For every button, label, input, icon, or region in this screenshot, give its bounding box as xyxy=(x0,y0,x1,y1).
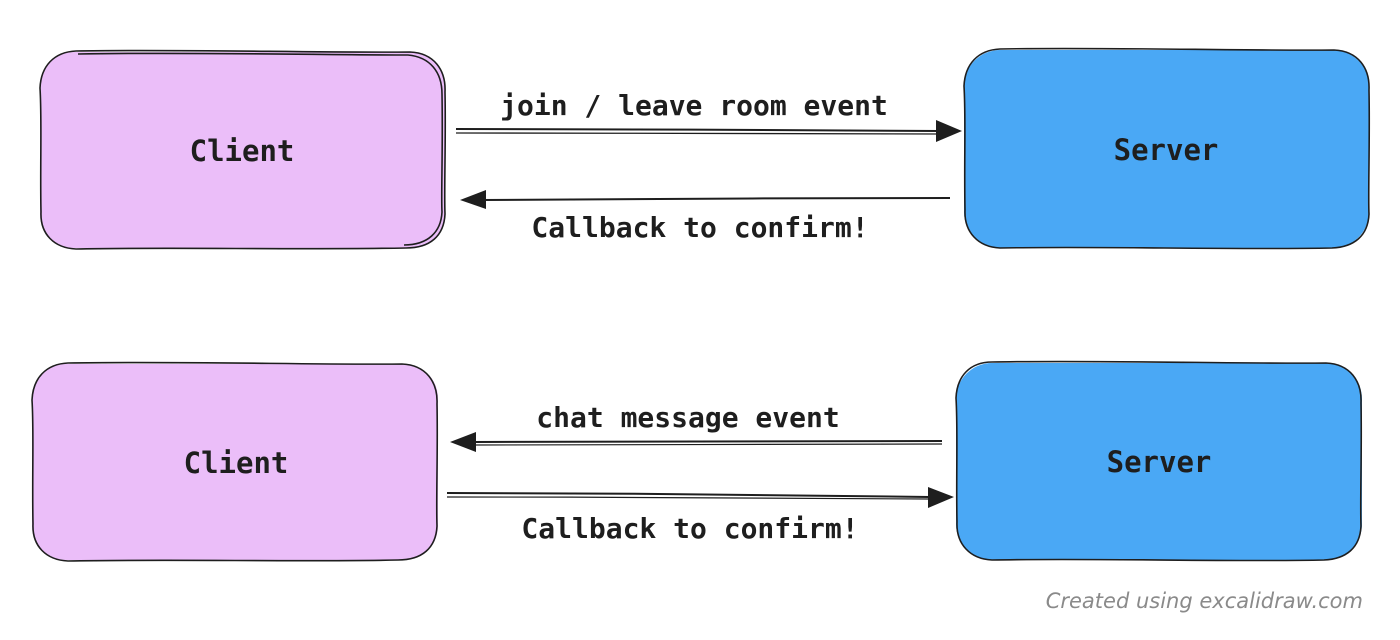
bottom-arrow-to-client-label: chat message event xyxy=(536,401,839,434)
top-arrow-to-server-head xyxy=(936,120,962,142)
top-arrow-to-client[interactable]: Callback to confirm! xyxy=(460,190,951,244)
bottom-server-box xyxy=(956,363,1362,560)
bottom-arrow-to-server-label: Callback to confirm! xyxy=(521,512,858,545)
bottom-arrow-to-client[interactable]: chat message event xyxy=(450,401,943,452)
top-arrow-to-server-line xyxy=(455,128,941,132)
bottom-arrow-to-server-head xyxy=(928,487,954,508)
bottom-client-label: Client xyxy=(184,446,289,480)
top-diagram: Client Server join / leave room event Ca… xyxy=(39,47,1371,250)
top-client-node[interactable]: Client xyxy=(39,49,447,250)
top-server-outline xyxy=(963,47,1371,250)
bottom-client-box xyxy=(32,364,438,560)
bottom-server-node[interactable]: Server xyxy=(955,360,1363,562)
bottom-arrow-to-server[interactable]: Callback to confirm! xyxy=(446,487,954,545)
top-server-box xyxy=(964,50,1369,248)
top-arrow-to-server-label: join / leave room event xyxy=(500,89,888,122)
excalidraw-credit: Created using excalidraw.com xyxy=(1046,589,1363,613)
top-arrow-to-client-label: Callback to confirm! xyxy=(531,211,868,244)
top-arrow-to-server-line-sketch xyxy=(455,132,941,135)
bottom-server-label: Server xyxy=(1107,445,1212,479)
bottom-arrow-to-server-line-sketch xyxy=(446,496,931,500)
top-client-outline xyxy=(39,49,447,250)
bottom-arrow-to-client-line xyxy=(473,440,943,443)
bottom-arrow-to-client-line-sketch xyxy=(473,443,943,446)
bottom-diagram: Client Server chat message event Callbac… xyxy=(31,360,1363,562)
top-client-outline-sketch xyxy=(77,52,444,246)
bottom-client-outline xyxy=(31,361,439,562)
top-server-label: Server xyxy=(1114,133,1219,167)
bottom-arrow-to-server-line xyxy=(446,492,931,498)
top-arrow-to-server[interactable]: join / leave room event xyxy=(455,89,962,142)
top-client-label: Client xyxy=(190,134,295,168)
top-server-node[interactable]: Server xyxy=(963,47,1371,250)
bottom-server-outline xyxy=(955,360,1363,562)
top-client-box xyxy=(40,52,445,248)
top-arrow-to-client-head xyxy=(460,190,486,209)
top-arrow-to-client-line xyxy=(481,197,951,201)
bottom-arrow-to-client-head xyxy=(450,432,476,452)
bottom-client-node[interactable]: Client xyxy=(31,361,439,562)
